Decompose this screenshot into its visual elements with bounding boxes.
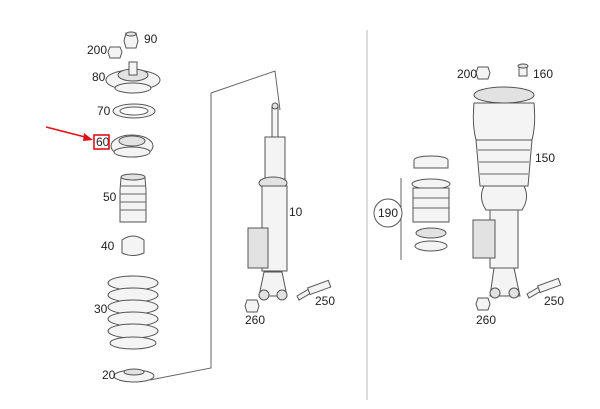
- callout-160: 160: [533, 67, 553, 81]
- part-260-nut-right: [475, 297, 491, 311]
- callout-10: 10: [289, 205, 303, 219]
- callout-ring-190: [373, 198, 403, 228]
- part-250-bolt-right: [526, 277, 562, 299]
- part-30-coil-spring: [107, 275, 159, 350]
- callout-70: 70: [97, 104, 111, 118]
- callout-90: 90: [144, 32, 158, 46]
- part-160-bolt: [517, 63, 529, 77]
- callout-260-left: 260: [245, 313, 265, 327]
- callout-40: 40: [101, 239, 115, 253]
- highlight-box-60: [93, 134, 110, 150]
- part-150-air-strut: [472, 86, 536, 299]
- part-70-washer: [112, 103, 156, 119]
- callout-250-left: 250: [315, 294, 335, 308]
- callout-200-right: 200: [457, 67, 477, 81]
- callout-60: 60: [96, 135, 110, 149]
- callout-250-right: 250: [544, 294, 564, 308]
- callout-200-left: 200: [87, 43, 107, 57]
- red-arrow-icon: [83, 133, 93, 141]
- part-50-boot: [119, 173, 147, 223]
- leader-line-bracket: [149, 93, 212, 381]
- callout-30: 30: [94, 302, 108, 316]
- part-190-boot-set: [411, 155, 451, 252]
- part-10-strut: [247, 102, 288, 301]
- callout-260-right: 260: [476, 313, 496, 327]
- part-260-nut: [244, 299, 260, 313]
- part-40-bump-stop: [121, 235, 145, 256]
- callout-50: 50: [103, 190, 117, 204]
- callout-20: 20: [102, 368, 116, 382]
- part-200-nut-right: [475, 66, 491, 80]
- callout-190: 190: [378, 206, 398, 220]
- red-arrow-shaft: [45, 126, 90, 139]
- part-60-bearing: [110, 134, 154, 158]
- callout-80: 80: [92, 70, 106, 84]
- part-200-nut: [107, 46, 123, 59]
- leader-line-top: [210, 70, 281, 111]
- part-250-bolt: [296, 279, 332, 301]
- part-90-nut: [123, 31, 139, 49]
- part-80-top-mount: [105, 61, 161, 94]
- part-20-spring-seat: [113, 368, 155, 383]
- callout-150: 150: [535, 151, 555, 165]
